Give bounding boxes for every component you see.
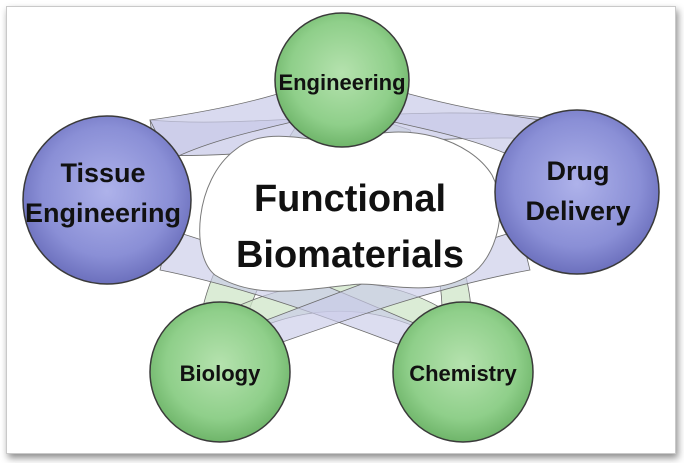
engineering-node bbox=[274, 12, 410, 148]
biology-label: Biology bbox=[180, 361, 261, 386]
drug-delivery-label-line1: Drug bbox=[547, 156, 610, 186]
tissue-engineering-node bbox=[22, 115, 192, 285]
chemistry-node bbox=[392, 301, 534, 443]
drug-delivery-label-line2: Delivery bbox=[525, 196, 630, 226]
chemistry-label: Chemistry bbox=[409, 361, 517, 386]
center-title-line1: Functional bbox=[254, 178, 446, 220]
biology-node bbox=[149, 301, 291, 443]
center-title-line2: Biomaterials bbox=[236, 234, 464, 276]
tissue-engineering-label-line2: Engineering bbox=[25, 198, 181, 228]
drug-delivery-node bbox=[494, 109, 660, 275]
engineering-label: Engineering bbox=[278, 70, 405, 95]
tissue-engineering-label-line1: Tissue bbox=[60, 158, 145, 188]
